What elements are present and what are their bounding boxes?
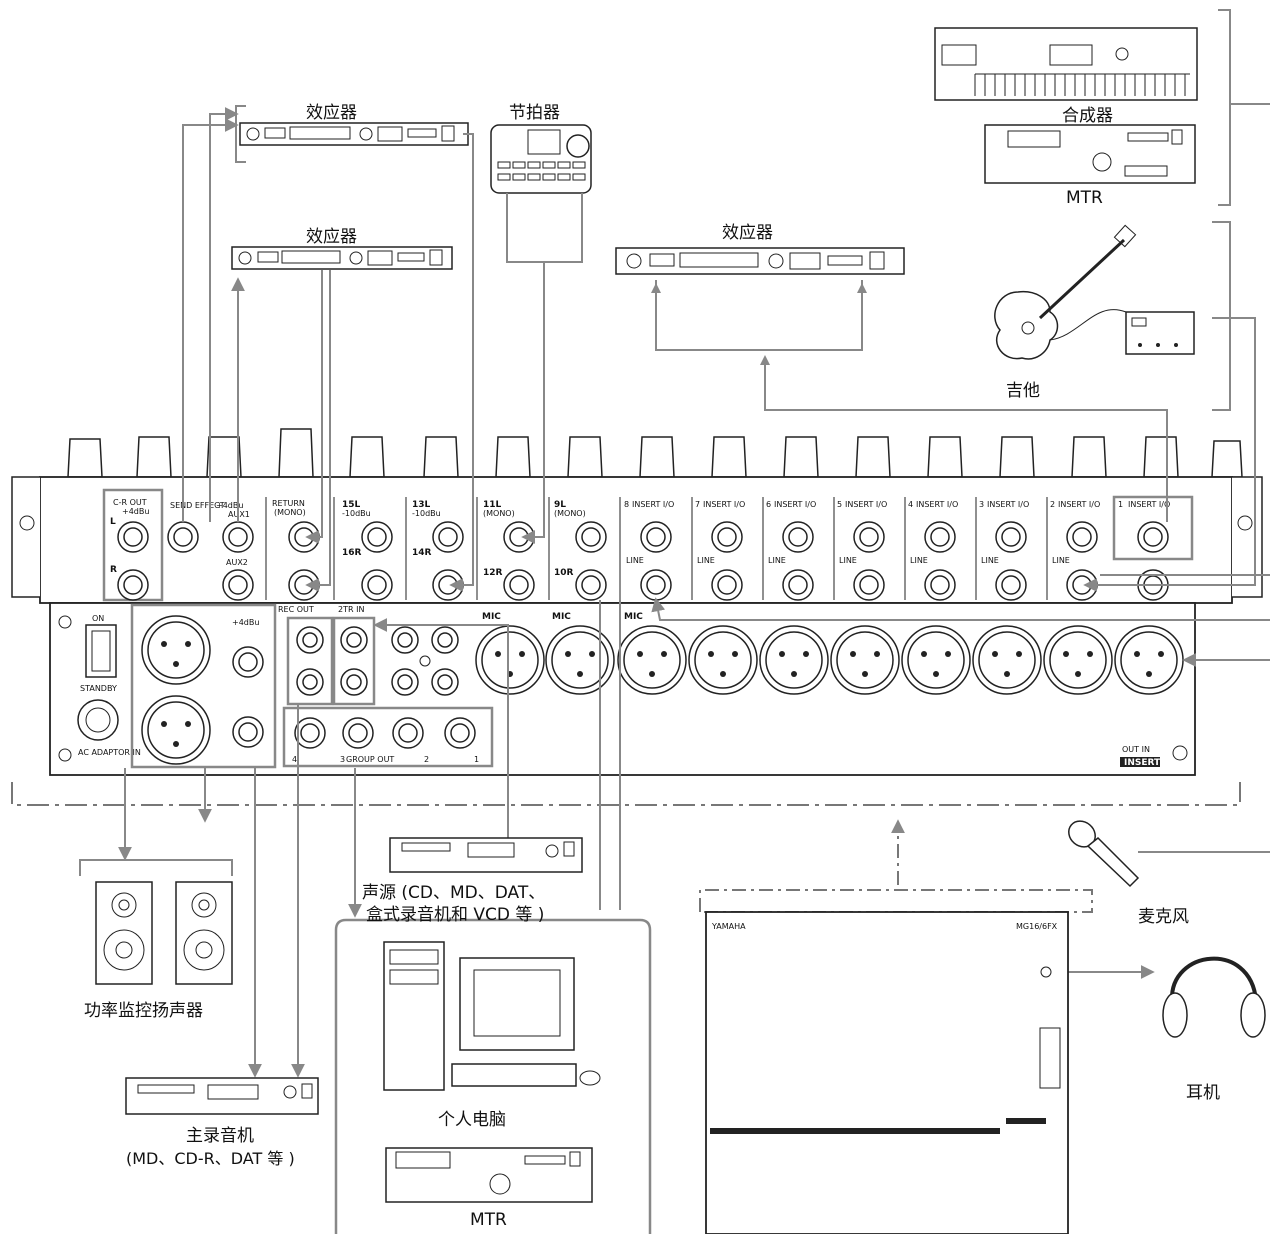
insert-labels: 8 INSERT I/O 7 INSERT I/O 6 INSERT I/O 5… <box>624 500 1170 565</box>
group-out-label: GROUP OUT <box>346 755 394 764</box>
insert-io-1: INSERT I/O <box>1128 500 1170 509</box>
cr-r-label: R <box>110 565 117 575</box>
synth-label: 合成器 <box>1062 106 1113 126</box>
ch9-label: 9L <box>554 500 566 510</box>
source-label-1: 声源 (CD、MD、DAT、 <box>362 883 546 903</box>
metronome-label: 节拍器 <box>509 103 560 123</box>
insert-ch-7: 7 <box>695 500 700 509</box>
insert-ch-3: 3 <box>979 500 984 509</box>
group-num-3: 3 <box>340 755 345 764</box>
mic-label-a: MIC <box>482 612 501 622</box>
ch13-label: 13L <box>412 500 431 510</box>
ch11-mono: (MONO) <box>483 509 515 518</box>
master-recorder <box>125 1077 319 1115</box>
ch15-label: 15L <box>342 500 361 510</box>
source-label-2: 盒式录音机和 VCD 等 ) <box>366 905 545 925</box>
line-label-8: LINE <box>626 556 644 565</box>
synthesizer <box>934 27 1198 101</box>
insert-io-8: INSERT I/O <box>632 500 674 509</box>
cr-l-label: L <box>110 517 116 527</box>
insert-ch-6: 6 <box>766 500 771 509</box>
ch10-label: 10R <box>554 568 574 578</box>
group-num-4: 4 <box>292 755 297 764</box>
effects-right-label: 效应器 <box>722 223 773 243</box>
pc-label: 个人电脑 <box>438 1110 506 1130</box>
monitor-speakers <box>79 859 233 985</box>
mic-label: 麦克风 <box>1138 907 1189 927</box>
insert-io-4: INSERT I/O <box>916 500 958 509</box>
insert-ch-8: 8 <box>624 500 629 509</box>
return-label: RETURN <box>272 499 305 508</box>
insert-io-6: INSERT I/O <box>774 500 816 509</box>
group-num-2: 2 <box>424 755 429 764</box>
insert-legend: INSERT <box>1124 758 1161 768</box>
stereo-out-level: +4dBu <box>232 618 259 627</box>
guitar-label: 吉他 <box>1006 381 1040 401</box>
mic-label-c: MIC <box>624 612 643 622</box>
headphones <box>1162 956 1266 1038</box>
ch13-level: -10dBu <box>412 509 441 518</box>
cr-out-label: C-R OUT <box>113 498 147 507</box>
standby-label: STANDBY <box>80 684 117 693</box>
insert-io-2: INSERT I/O <box>1058 500 1100 509</box>
on-label: ON <box>92 614 104 623</box>
ch11-label: 11L <box>483 500 502 510</box>
tr-in-label: 2TR IN <box>338 605 364 614</box>
insert-ch-4: 4 <box>908 500 913 509</box>
cd-source-device <box>389 837 583 873</box>
mtr-top-device <box>984 124 1196 184</box>
insert-ch-5: 5 <box>837 500 842 509</box>
mic-label-b: MIC <box>552 612 571 622</box>
cr-out-level: +4dBu <box>122 507 149 516</box>
insert-ch-1: 1 <box>1118 500 1123 509</box>
mtr-bottom-label: MTR <box>470 1210 507 1230</box>
insert-io-5: INSERT I/O <box>845 500 887 509</box>
ch14-label: 14R <box>412 548 432 558</box>
mixer-brand: YAMAHA <box>711 922 746 931</box>
effects-unit-right <box>615 247 905 365</box>
line-label-7: LINE <box>697 556 715 565</box>
aux1-level: +4dBu <box>216 501 243 510</box>
master-recorder-label-2: (MD、CD-R、DAT 等 ) <box>126 1149 295 1168</box>
mixer-rear-panel: C-R OUT +4dBu L R SEND EFFECT +4dBu AUX1… <box>11 428 1263 776</box>
ch16-label: 16R <box>342 548 362 558</box>
line-label-3: LINE <box>981 556 999 565</box>
ch12-label: 12R <box>483 568 503 578</box>
monitor-speakers-label: 功率监控扬声器 <box>84 1001 203 1021</box>
ch15-level: -10dBu <box>342 509 371 518</box>
cables <box>118 107 1270 1078</box>
mtr-top-label: MTR <box>1066 188 1103 208</box>
effects-top-label: 效应器 <box>306 103 357 123</box>
metronome-device <box>490 124 592 263</box>
aux2-label: AUX2 <box>226 558 248 567</box>
guitar-instrument <box>994 224 1195 360</box>
ac-adaptor-label: AC ADAPTOR IN <box>78 748 141 757</box>
master-recorder-label-1: 主录音机 <box>186 1126 254 1146</box>
insert-io-7: INSERT I/O <box>703 500 745 509</box>
computer-box <box>334 918 652 1234</box>
ch9-mono: (MONO) <box>554 509 586 518</box>
group-num-1: 1 <box>474 755 479 764</box>
send-effect-label: SEND EFFECT <box>170 501 225 510</box>
headphones-label: 耳机 <box>1186 1083 1220 1103</box>
line-label-5: LINE <box>839 556 857 565</box>
mixer-top-view: YAMAHA MG16/6FX <box>699 889 1093 1234</box>
mixer-model: MG16/6FX <box>1016 922 1058 931</box>
return-mono-label: (MONO) <box>274 508 306 517</box>
rec-out-label: REC OUT <box>278 605 314 614</box>
effects-mid-label: 效应器 <box>306 227 357 247</box>
line-label-4: LINE <box>910 556 928 565</box>
microphone <box>1068 820 1140 888</box>
insert-io-3: INSERT I/O <box>987 500 1029 509</box>
line-label-2: LINE <box>1052 556 1070 565</box>
out-in-label: OUT IN <box>1122 745 1150 754</box>
line-label-6: LINE <box>768 556 786 565</box>
effects-unit-mid <box>231 246 453 270</box>
insert-ch-2: 2 <box>1050 500 1055 509</box>
